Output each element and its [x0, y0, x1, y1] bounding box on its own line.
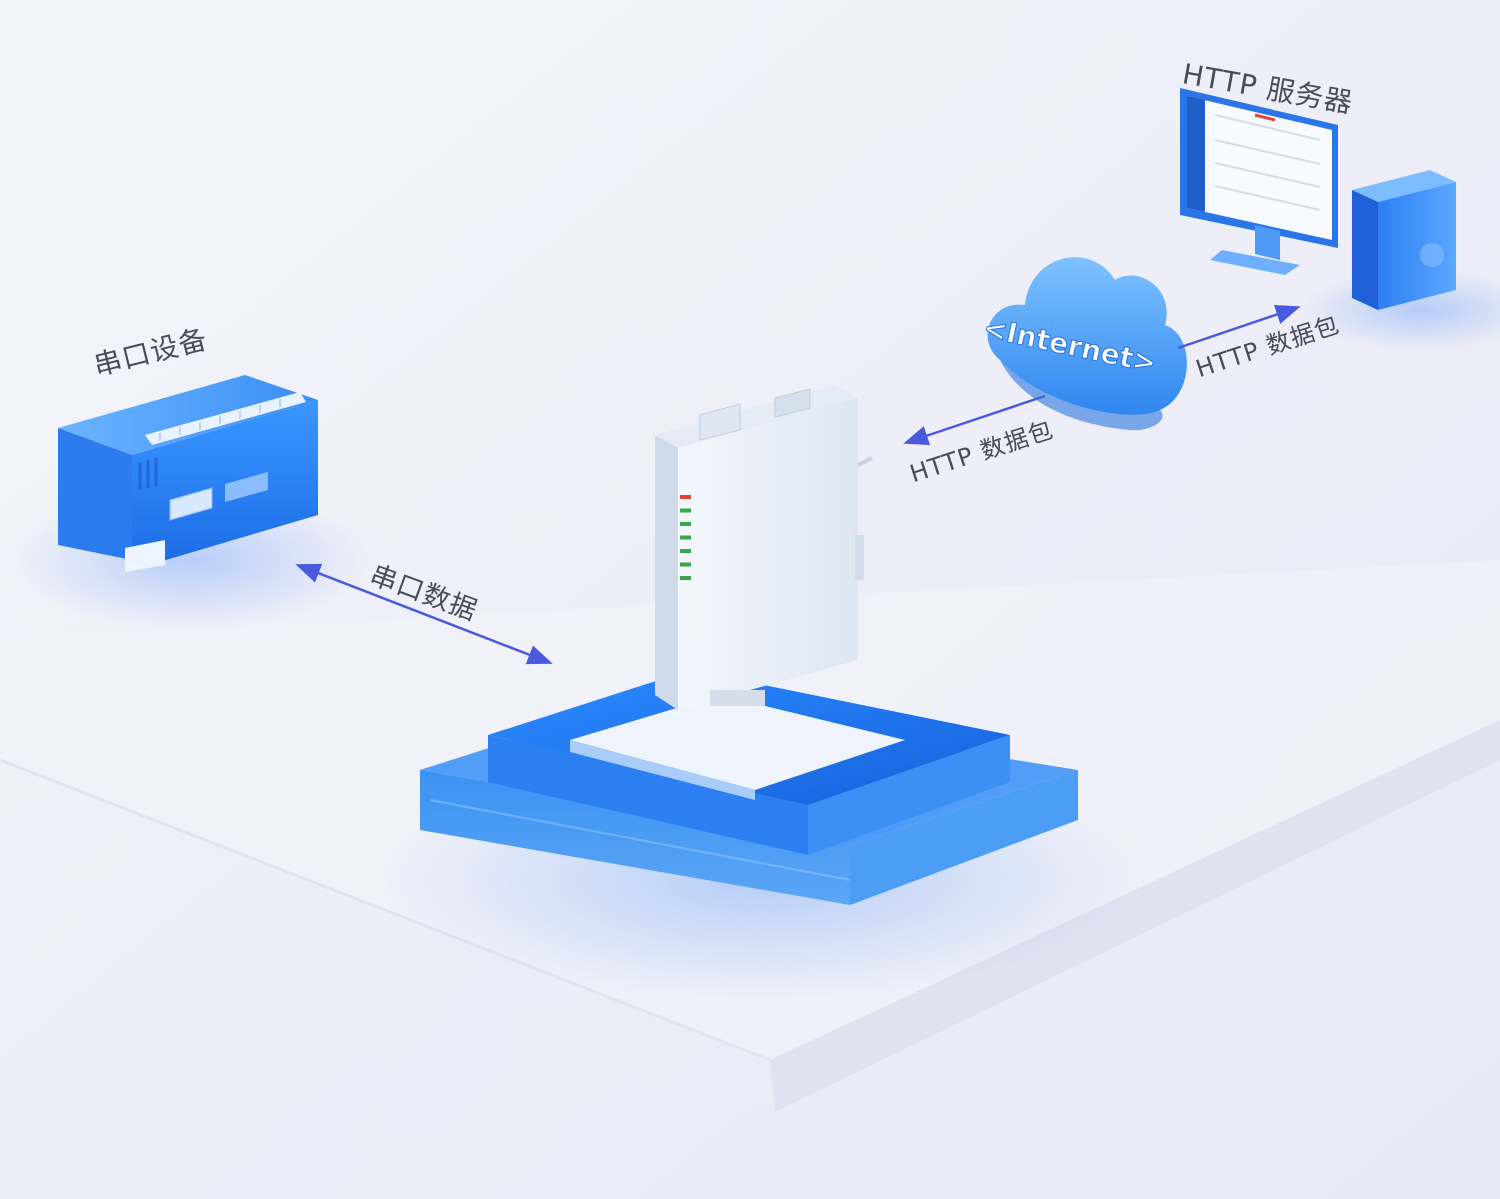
arrow-serial-data [295, 563, 553, 665]
status-led-green [680, 549, 691, 553]
arrow-http-to-gateway [903, 394, 1046, 446]
gateway-status-leds [680, 495, 691, 580]
http-server-icon [1180, 88, 1456, 310]
internet-cloud-icon: <Internet> [980, 257, 1187, 431]
status-led-green [680, 576, 691, 580]
gateway-platform [420, 670, 1078, 905]
status-led-green [680, 562, 691, 567]
status-led-green [680, 508, 691, 513]
serial-device-icon [58, 375, 318, 572]
serial-http-gateway-device [655, 385, 873, 710]
status-led-red [680, 495, 691, 499]
arrow-http-to-server [1177, 304, 1301, 350]
status-led-green [680, 522, 691, 526]
status-led-green [680, 535, 691, 540]
